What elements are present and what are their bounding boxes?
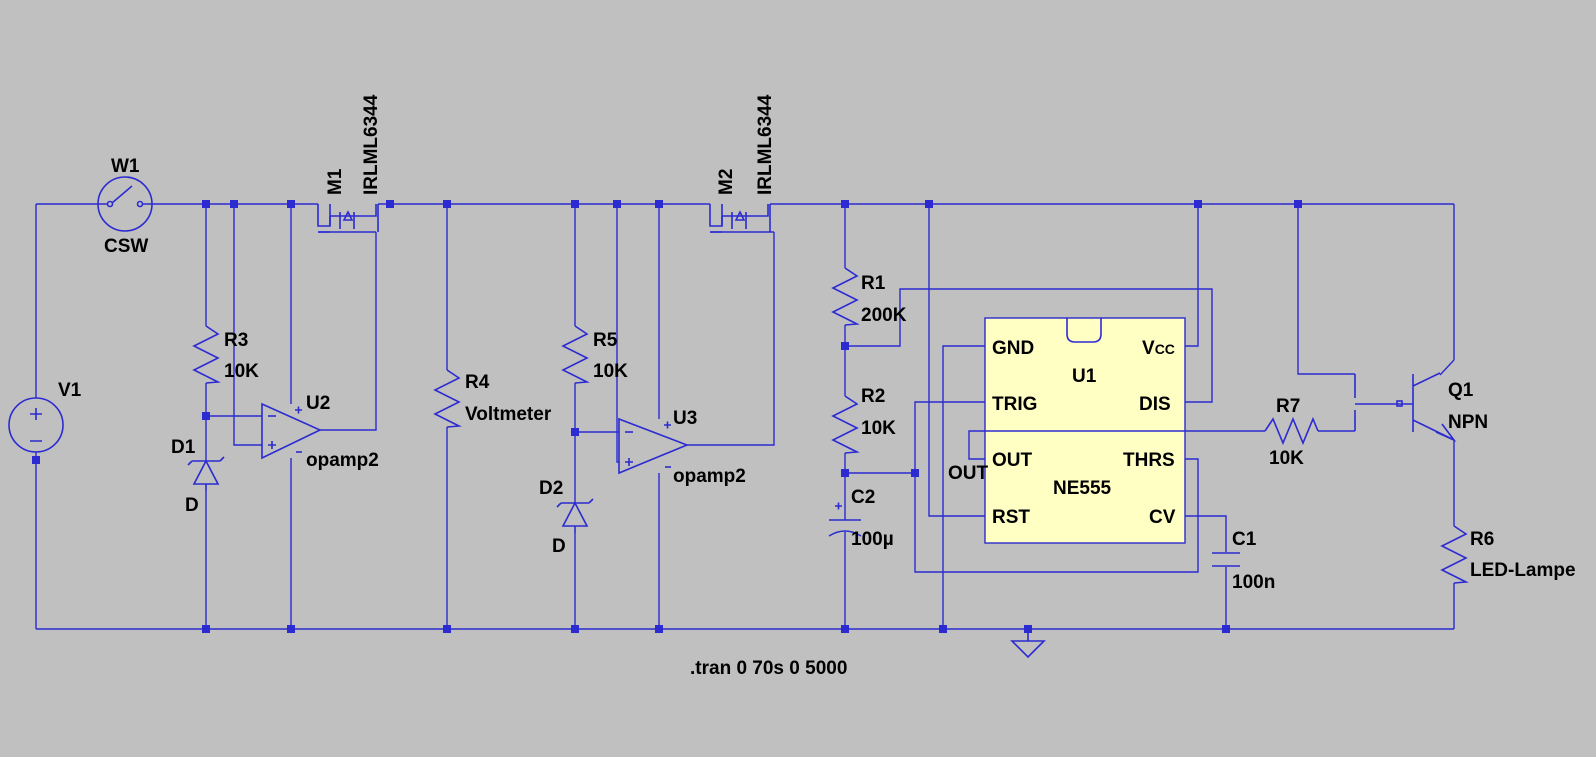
label-r3-value: 10K bbox=[224, 361, 259, 382]
pin-label-thrs: THRS bbox=[1123, 450, 1175, 471]
label-m2-name: M2 bbox=[716, 169, 737, 195]
spice-directive: .tran 0 70s 0 5000 bbox=[690, 658, 847, 679]
label-u2-value: opamp2 bbox=[306, 450, 379, 471]
label-r7-value: 10K bbox=[1269, 448, 1304, 469]
label-r2-value: 10K bbox=[861, 418, 896, 439]
label-r2-name: R2 bbox=[861, 386, 885, 407]
pin-label-vcc-v: V bbox=[1142, 338, 1155, 359]
label-u3-value: opamp2 bbox=[673, 466, 746, 487]
capacitor-c2[interactable] bbox=[828, 502, 862, 537]
label-m1-value: IRLML6344 bbox=[361, 94, 382, 195]
pin-label-vcc-cc: CC bbox=[1155, 341, 1175, 357]
label-d2-value: D bbox=[552, 536, 566, 557]
wires bbox=[35, 203, 1455, 630]
label-r1-name: R1 bbox=[861, 273, 886, 294]
label-r1-value: 200K bbox=[861, 305, 907, 326]
ic-u1-value: NE555 bbox=[1053, 478, 1112, 499]
labels: W1 CSW V1 M1 IRLML6344 M2 IRLML6344 R3 1… bbox=[58, 94, 1576, 679]
label-u3-name: U3 bbox=[673, 408, 697, 429]
label-m2-value: IRLML6344 bbox=[755, 94, 776, 195]
ic-u1-ne555[interactable] bbox=[984, 317, 1186, 544]
label-r5-value: 10K bbox=[593, 361, 628, 382]
pin-label-out: OUT bbox=[992, 450, 1033, 471]
label-v1-name: V1 bbox=[58, 380, 82, 401]
label-d1-value: D bbox=[185, 495, 199, 516]
label-w1-name: W1 bbox=[111, 156, 140, 177]
label-r7-name: R7 bbox=[1276, 396, 1300, 417]
label-c2-name: C2 bbox=[851, 487, 875, 508]
label-u2-name: U2 bbox=[306, 393, 330, 414]
npn-transistor-q1[interactable] bbox=[1354, 372, 1457, 442]
pin-label-trig: TRIG bbox=[992, 394, 1037, 415]
pin-label-cv: CV bbox=[1149, 507, 1176, 528]
label-r3-name: R3 bbox=[224, 330, 248, 351]
pin-label-dis: DIS bbox=[1139, 394, 1171, 415]
pin-label-vcc: VCC bbox=[1142, 338, 1175, 359]
label-r6-value: LED-Lampe bbox=[1470, 560, 1576, 581]
resistor-r1[interactable] bbox=[831, 267, 860, 326]
pin-label-gnd: GND bbox=[992, 338, 1034, 359]
resistor-r5[interactable] bbox=[561, 325, 590, 384]
voltage-source-v1[interactable] bbox=[8, 397, 64, 453]
label-r6-name: R6 bbox=[1470, 529, 1494, 550]
pin-label-rst: RST bbox=[992, 507, 1030, 528]
resistor-r2[interactable] bbox=[831, 395, 860, 454]
resistor-r3[interactable] bbox=[192, 325, 221, 384]
mosfet-m1[interactable] bbox=[317, 204, 379, 233]
resistor-r6[interactable] bbox=[1440, 525, 1469, 584]
label-out-net: OUT bbox=[948, 463, 989, 484]
label-w1-value: CSW bbox=[104, 236, 148, 257]
label-c1-value: 100n bbox=[1232, 572, 1275, 593]
label-r5-name: R5 bbox=[593, 330, 618, 351]
label-r4-value: Voltmeter bbox=[465, 404, 552, 425]
junction-dots bbox=[32, 200, 1302, 633]
zener-diode-d2[interactable] bbox=[556, 498, 594, 533]
label-d1-name: D1 bbox=[171, 437, 196, 458]
resistor-r7[interactable] bbox=[1264, 416, 1319, 446]
opamp-u3[interactable] bbox=[618, 417, 690, 475]
label-d2-name: D2 bbox=[539, 478, 563, 499]
mosfet-m2[interactable] bbox=[709, 204, 771, 233]
resistor-r4[interactable] bbox=[433, 369, 462, 428]
capacitor-c1[interactable] bbox=[1212, 552, 1240, 567]
opamp-u2[interactable] bbox=[261, 402, 322, 460]
label-c1-name: C1 bbox=[1232, 529, 1257, 550]
zener-diode-d1[interactable] bbox=[187, 456, 225, 491]
label-m1-name: M1 bbox=[325, 168, 346, 195]
label-c2-value: 100µ bbox=[851, 529, 894, 550]
label-r4-name: R4 bbox=[465, 372, 490, 393]
label-q1-value: NPN bbox=[1448, 412, 1488, 433]
ground-symbol bbox=[1010, 629, 1046, 659]
label-q1-name: Q1 bbox=[1448, 380, 1474, 401]
ic-u1-name: U1 bbox=[1072, 366, 1097, 387]
switch-w1[interactable] bbox=[97, 176, 153, 232]
